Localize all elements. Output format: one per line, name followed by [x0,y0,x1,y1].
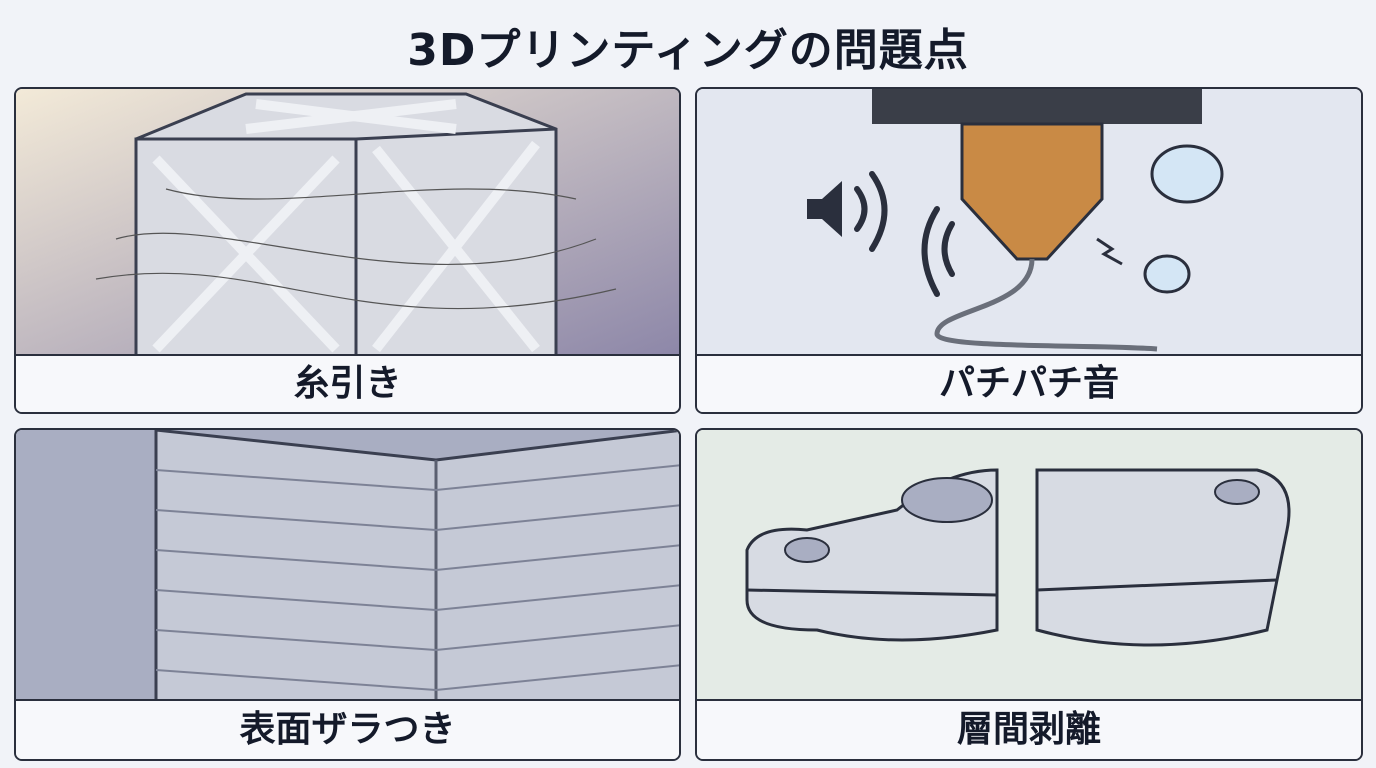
layer-separation-part-illustration [697,430,1361,705]
nozzle-popping-sound-illustration [697,89,1361,359]
label-layer-separation: 層間剥離 [697,699,1361,759]
panel-stringing: 糸引き [14,87,681,414]
stringing-cube-illustration [16,89,679,359]
label-rough-surface: 表面ザラつき [16,699,679,759]
rough-surface-layers-illustration [16,430,679,705]
panel-rough-surface: 表面ザラつき [14,428,681,761]
label-popping-sound: パチパチ音 [697,354,1361,412]
page-title: 3Dプリンティングの問題点 [407,25,969,76]
panel-layer-separation: 層間剥離 [695,428,1363,761]
panel-popping-sound: パチパチ音 [695,87,1363,414]
label-stringing: 糸引き [16,354,679,412]
